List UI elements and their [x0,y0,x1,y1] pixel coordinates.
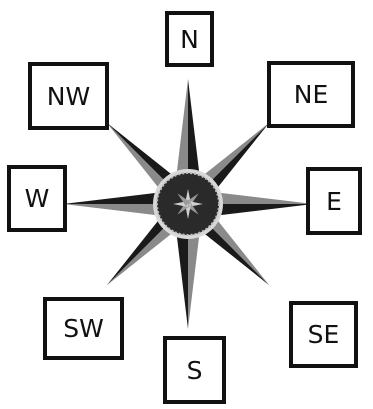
direction-label-n: N [180,27,199,52]
direction-box-e: E [306,167,362,235]
direction-box-ne: NE [267,61,355,128]
direction-box-n: N [165,11,214,67]
direction-box-w: W [7,165,67,232]
direction-label-ne: NE [294,82,329,107]
direction-label-se: SE [308,322,340,347]
direction-box-se: SE [289,301,358,368]
direction-label-sw: SW [63,316,104,341]
direction-label-nw: NW [47,84,90,109]
compass-hub-star [173,189,203,219]
direction-box-nw: NW [28,62,109,130]
direction-box-s: S [163,336,226,404]
direction-box-sw: SW [43,297,124,360]
direction-label-w: W [25,186,50,211]
direction-label-s: S [187,358,203,383]
direction-label-e: E [326,189,342,214]
